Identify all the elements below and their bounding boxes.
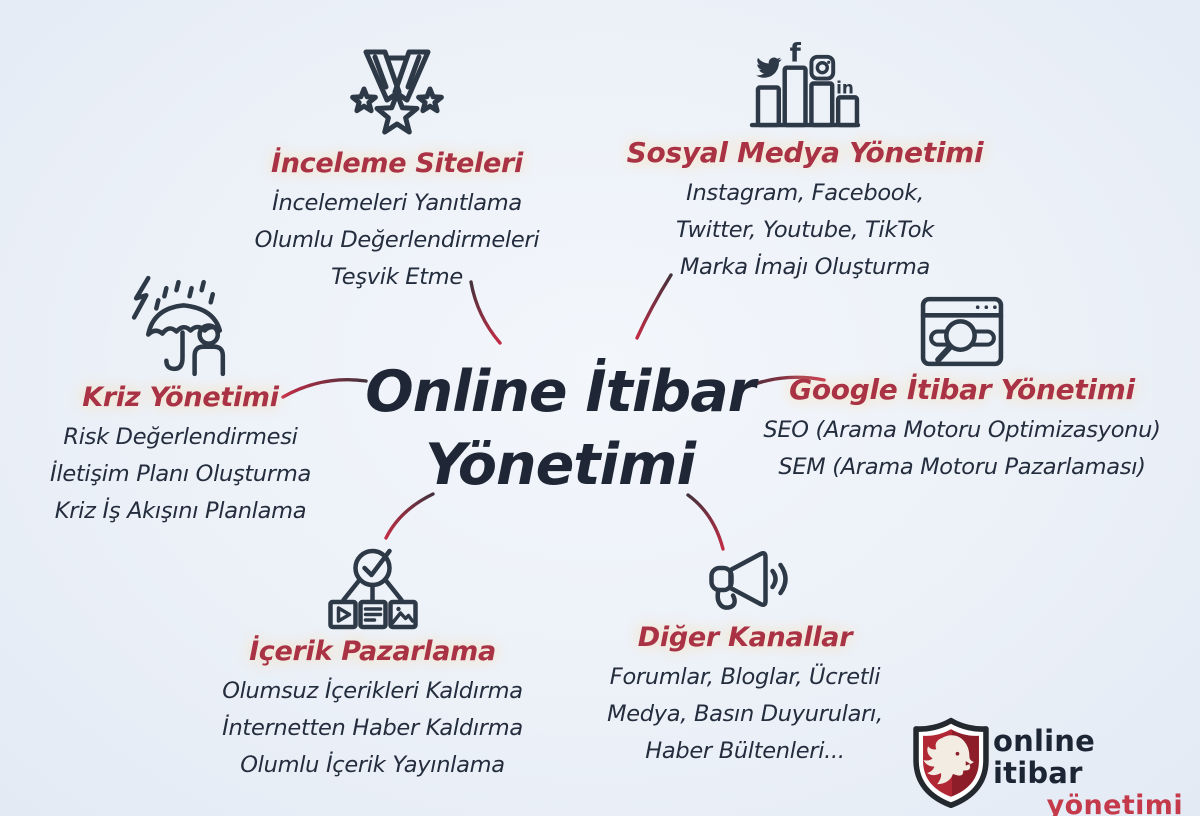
branch-subline: Teşvik Etme (331, 264, 463, 290)
branch-subline: İletişim Planı Oluşturma (50, 461, 311, 487)
branch-subline: Olumsuz İçerikleri Kaldırma (222, 678, 523, 704)
branch-subline: Haber Bültenleri... (645, 738, 845, 764)
branch-subline: SEM (Arama Motoru Pazarlaması) (778, 454, 1146, 480)
brand-name-line2: yönetimi (1046, 789, 1183, 816)
content-check-icon (200, 542, 545, 632)
connector-bottom-left (384, 492, 435, 540)
branch-subline: Olumlu Değerlendirmeleri (254, 227, 540, 253)
connector-right (742, 375, 826, 390)
branch-sosyal-medya: f in Sosyal Medya Yönetimi Instagram, Fa… (610, 38, 1000, 286)
branch-subline: Kriz İş Akışını Planlama (54, 498, 307, 524)
branch-google-itibar: Google İtibar Yönetimi SEO (Arama Motoru… (737, 293, 1187, 486)
branch-subline: Twitter, Youtube, TikTok (676, 217, 934, 243)
branch-title: Sosyal Medya Yönetimi (626, 136, 984, 169)
page-title: Online İtibar Yönetimi (310, 356, 810, 502)
branch-title: Google İtibar Yönetimi (789, 373, 1135, 406)
branch-kriz-yonetimi: Kriz Yönetimi Risk Değerlendirmesi İleti… (18, 272, 343, 530)
brand-name-line1: online itibar (993, 724, 1095, 790)
branch-inceleme-siteleri: İnceleme Siteleri İncelemeleri Yanıtlama… (217, 44, 577, 296)
page-title-line1: Online İtibar (365, 359, 756, 425)
social-bar-chart-icon: f in (610, 38, 1000, 132)
branch-subline: Marka İmajı Oluşturma (679, 254, 931, 280)
branch-subline: Olumlu İçerik Yayınlama (240, 752, 505, 778)
connector-top-right (635, 273, 673, 340)
svg-text:in: in (836, 77, 854, 97)
medal-stars-icon (217, 44, 577, 144)
branch-subline: İncelemeleri Yanıtlama (272, 190, 522, 216)
lion-shield-icon (905, 716, 997, 808)
branch-title: Kriz Yönetimi (82, 382, 279, 413)
branch-title: Diğer Kanallar (637, 622, 853, 653)
connector-left (281, 378, 368, 399)
branch-subline: Instagram, Facebook, (686, 180, 924, 206)
svg-text:f: f (790, 39, 802, 69)
branch-subline: Forumlar, Bloglar, Ücretli (609, 664, 881, 690)
connector-top-left (469, 280, 502, 345)
branch-icerik-pazarlama: İçerik Pazarlama Olumsuz İçerikleri Kald… (200, 542, 545, 784)
branch-subline: Risk Değerlendirmesi (63, 424, 298, 450)
branch-subline: İnternetten Haber Kaldırma (222, 715, 523, 741)
branch-subline: Medya, Basın Duyuruları, (607, 701, 883, 727)
brand-logo: online itibar yönetimi (905, 712, 1190, 816)
umbrella-storm-icon (18, 272, 343, 378)
browser-search-icon (737, 293, 1187, 369)
branch-title: İnceleme Siteleri (271, 148, 523, 179)
page-title-line2: Yönetimi (424, 431, 696, 498)
megaphone-icon (580, 546, 910, 618)
branch-diger-kanallar: Diğer Kanallar Forumlar, Bloglar, Ücretl… (580, 546, 910, 770)
connector-bottom-right (686, 493, 725, 551)
branch-subline: SEO (Arama Motoru Optimizasyonu) (763, 417, 1161, 443)
branch-title: İçerik Pazarlama (249, 636, 496, 667)
